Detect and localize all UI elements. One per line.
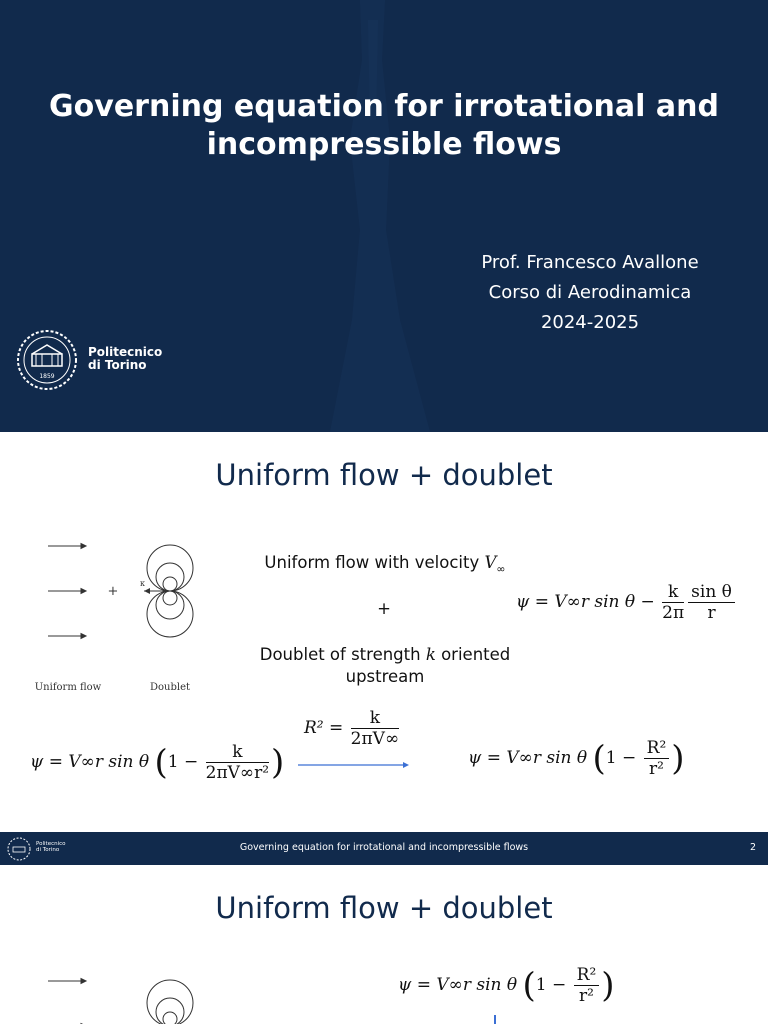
figure-kappa: κ: [140, 579, 145, 588]
watermark-tower-graphic: [330, 0, 430, 432]
academic-year: 2024-2025: [540, 312, 640, 333]
eq-main-frac-k-den: 2π: [662, 603, 685, 623]
doublet-k: k: [425, 645, 436, 664]
arrow-stub: [494, 1015, 496, 1024]
politecnico-seal-icon: 1859: [17, 330, 77, 390]
eq-main-frac-sin-den: r: [707, 603, 716, 623]
eq-left-lhs: ψ = V∞r sin θ: [30, 752, 150, 772]
eq3-one: 1 −: [535, 975, 567, 995]
logo-wordmark: Politecnico di Torino: [88, 346, 162, 372]
eq-r-lhs: R² =: [304, 718, 344, 738]
eq-right-den: r²: [648, 759, 664, 779]
eq-right-num: R²: [643, 738, 670, 759]
eq-r-num: k: [350, 708, 400, 729]
eq-main-lhs: ψ = V∞r sin θ −: [516, 592, 655, 612]
figure-label-uniform: Uniform flow: [35, 682, 102, 693]
eq-right-lhs: ψ = V∞r sin θ: [468, 748, 588, 768]
doublet-text-b: oriented: [441, 645, 511, 664]
seal-year: 1859: [39, 373, 54, 380]
slide-title: Uniform flow + doublet: [215, 458, 553, 492]
eq-r-den: 2πV∞: [350, 729, 400, 749]
paren-open: (: [154, 742, 168, 783]
doublet-text-a: Doublet of strength: [259, 645, 421, 664]
eq3-den: r²: [578, 986, 594, 1006]
paren-close: ): [671, 738, 685, 779]
footer-title: Governing equation for irrotational and …: [239, 842, 529, 853]
page-number: 2: [749, 842, 756, 853]
eq3-lhs: ψ = V∞r sin θ: [398, 975, 518, 995]
footer-logo-line-2: di Torino: [36, 847, 60, 853]
course-name: Corso di Aerodinamica: [488, 282, 692, 303]
presentation-meta: Prof. Francesco Avallone Corso di Aerodi…: [430, 248, 750, 338]
paren-open: (: [522, 965, 536, 1006]
eq-left-den: 2πV∞r²: [205, 763, 270, 783]
uniform-flow-doublet-figure-partial: [48, 977, 194, 1024]
slide-title-3: Uniform flow + doublet: [215, 891, 553, 925]
eq-main-frac-sin-num: sin θ: [688, 582, 735, 603]
logo-line-2: di Torino: [88, 358, 147, 372]
author-name: Prof. Francesco Avallone: [481, 252, 699, 273]
eq-left-num: k: [205, 742, 270, 763]
logo-line-1: Politecnico: [88, 345, 163, 359]
uniform-text: Uniform flow with velocity: [264, 553, 480, 572]
slide-uniform-flow-doublet-2: Uniform flow + doublet ψ = V∞r sin θ (1 …: [0, 865, 768, 1024]
footer-logo-icon: [7, 837, 31, 861]
uniform-flow-description: Uniform flow with velocity V∞: [240, 552, 530, 580]
title-line-1: Governing equation for irrotational and: [49, 89, 719, 124]
slide-footer: Politecnico di Torino Governing equation…: [0, 832, 768, 865]
footer-logo-text: Politecnico di Torino: [36, 841, 66, 853]
footer-logo-line-1: Politecnico: [36, 841, 66, 847]
doublet-description: Doublet of strength k oriented upstream: [230, 644, 540, 688]
velocity-subscript: ∞: [496, 562, 506, 576]
eq3-num: R²: [573, 965, 600, 986]
figure-plus: +: [108, 584, 119, 599]
title-line-2: incompressible flows: [206, 127, 562, 162]
right-arrow-icon: [298, 762, 409, 768]
eq-left-one: 1 −: [167, 752, 199, 772]
doublet-text-c: upstream: [345, 667, 425, 686]
slide-uniform-flow-doublet: Uniform flow + doublet + κ Uniform flow …: [0, 432, 768, 864]
figure-label-doublet: Doublet: [150, 682, 190, 693]
presentation-title: Governing equation for irrotational and …: [40, 88, 728, 164]
plus-sign: +: [377, 599, 391, 618]
eq-main-frac-k-num: k: [662, 582, 685, 603]
paren-close: ): [601, 965, 615, 1006]
paren-close: ): [271, 742, 285, 783]
velocity-symbol: V: [484, 553, 497, 572]
uniform-flow-doublet-figure: + κ Uniform flow Doublet: [35, 542, 194, 693]
eq-right-one: 1 −: [605, 748, 637, 768]
paren-open: (: [592, 738, 606, 779]
title-slide: Governing equation for irrotational and …: [0, 0, 768, 432]
